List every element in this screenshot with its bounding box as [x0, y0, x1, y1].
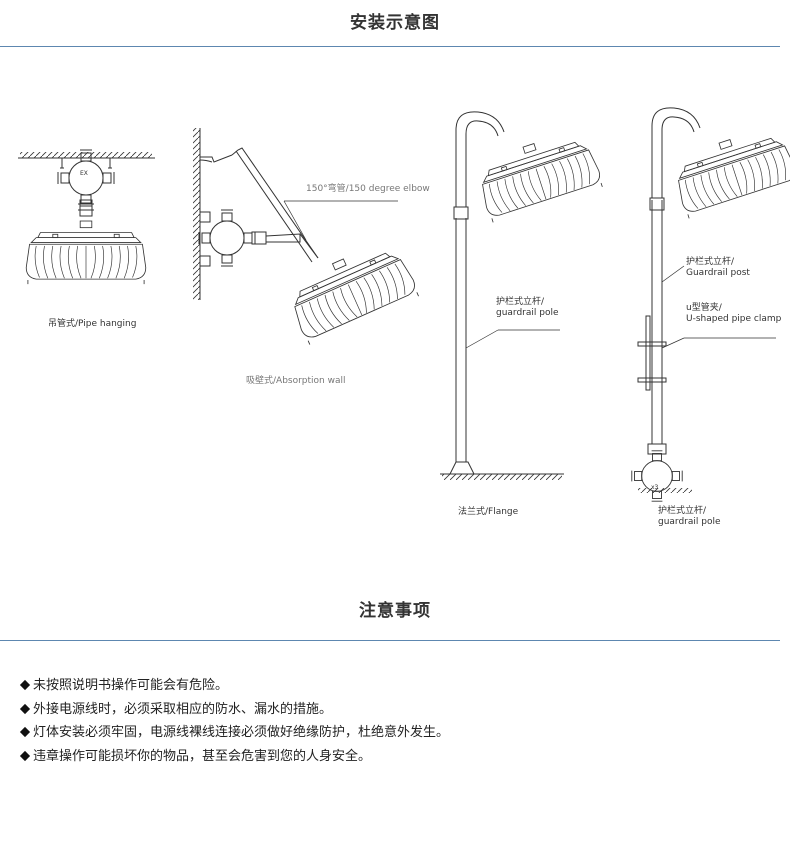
notes-title: 注意事项 [359, 601, 431, 621]
notes-list: 未按照说明书操作可能会有危险。 外接电源线时，必须采取相应的防水、漏水的措施。 … [19, 674, 449, 769]
absorption-wall-drawing [193, 128, 421, 346]
guardrail-pole-caption-2: 护栏式立杆/ guardrail pole [658, 506, 721, 527]
flange-drawing [440, 111, 605, 480]
diamond-bullet-icon [19, 703, 31, 714]
svg-text:x3: x3 [651, 484, 659, 491]
pipe-hanging-caption: 吊管式/Pipe hanging [48, 319, 137, 329]
installation-diagram: EX [18, 107, 790, 502]
pipe-hanging-drawing: EX [18, 149, 155, 285]
note-item: 灯体安装必须牢固，电源线裸线连接必须做好绝缘防护，杜绝意外发生。 [19, 721, 449, 745]
diamond-bullet-icon [19, 679, 31, 691]
ex-mark: EX [80, 170, 88, 177]
notes-divider [0, 640, 780, 641]
diamond-bullet-icon [19, 750, 31, 761]
elbow-caption: 150°弯管/150 degree elbow [306, 184, 430, 194]
absorption-wall-caption: 吸壁式/Absorption wall [246, 376, 346, 386]
note-item: 外接电源线时，必须采取相应的防水、漏水的措施。 [19, 698, 449, 722]
install-title: 安装示意图 [350, 13, 440, 33]
flange-caption: 法兰式/Flange [458, 507, 519, 517]
title-divider [0, 46, 780, 47]
guardrail-post-caption: 护栏式立杆/ Guardrail post [686, 257, 750, 278]
guardrail-pole-drawing: x3 [631, 107, 790, 502]
diamond-bullet-icon [19, 726, 31, 738]
guardrail-pole-caption: 护栏式立杆/ guardrail pole [496, 297, 559, 318]
note-item: 未按照说明书操作可能会有危险。 [19, 674, 449, 698]
note-item: 违章操作可能损坏你的物品，甚至会危害到您的人身安全。 [19, 745, 449, 769]
u-clamp-caption: u型管夹/ U-shaped pipe clamp [686, 303, 782, 324]
